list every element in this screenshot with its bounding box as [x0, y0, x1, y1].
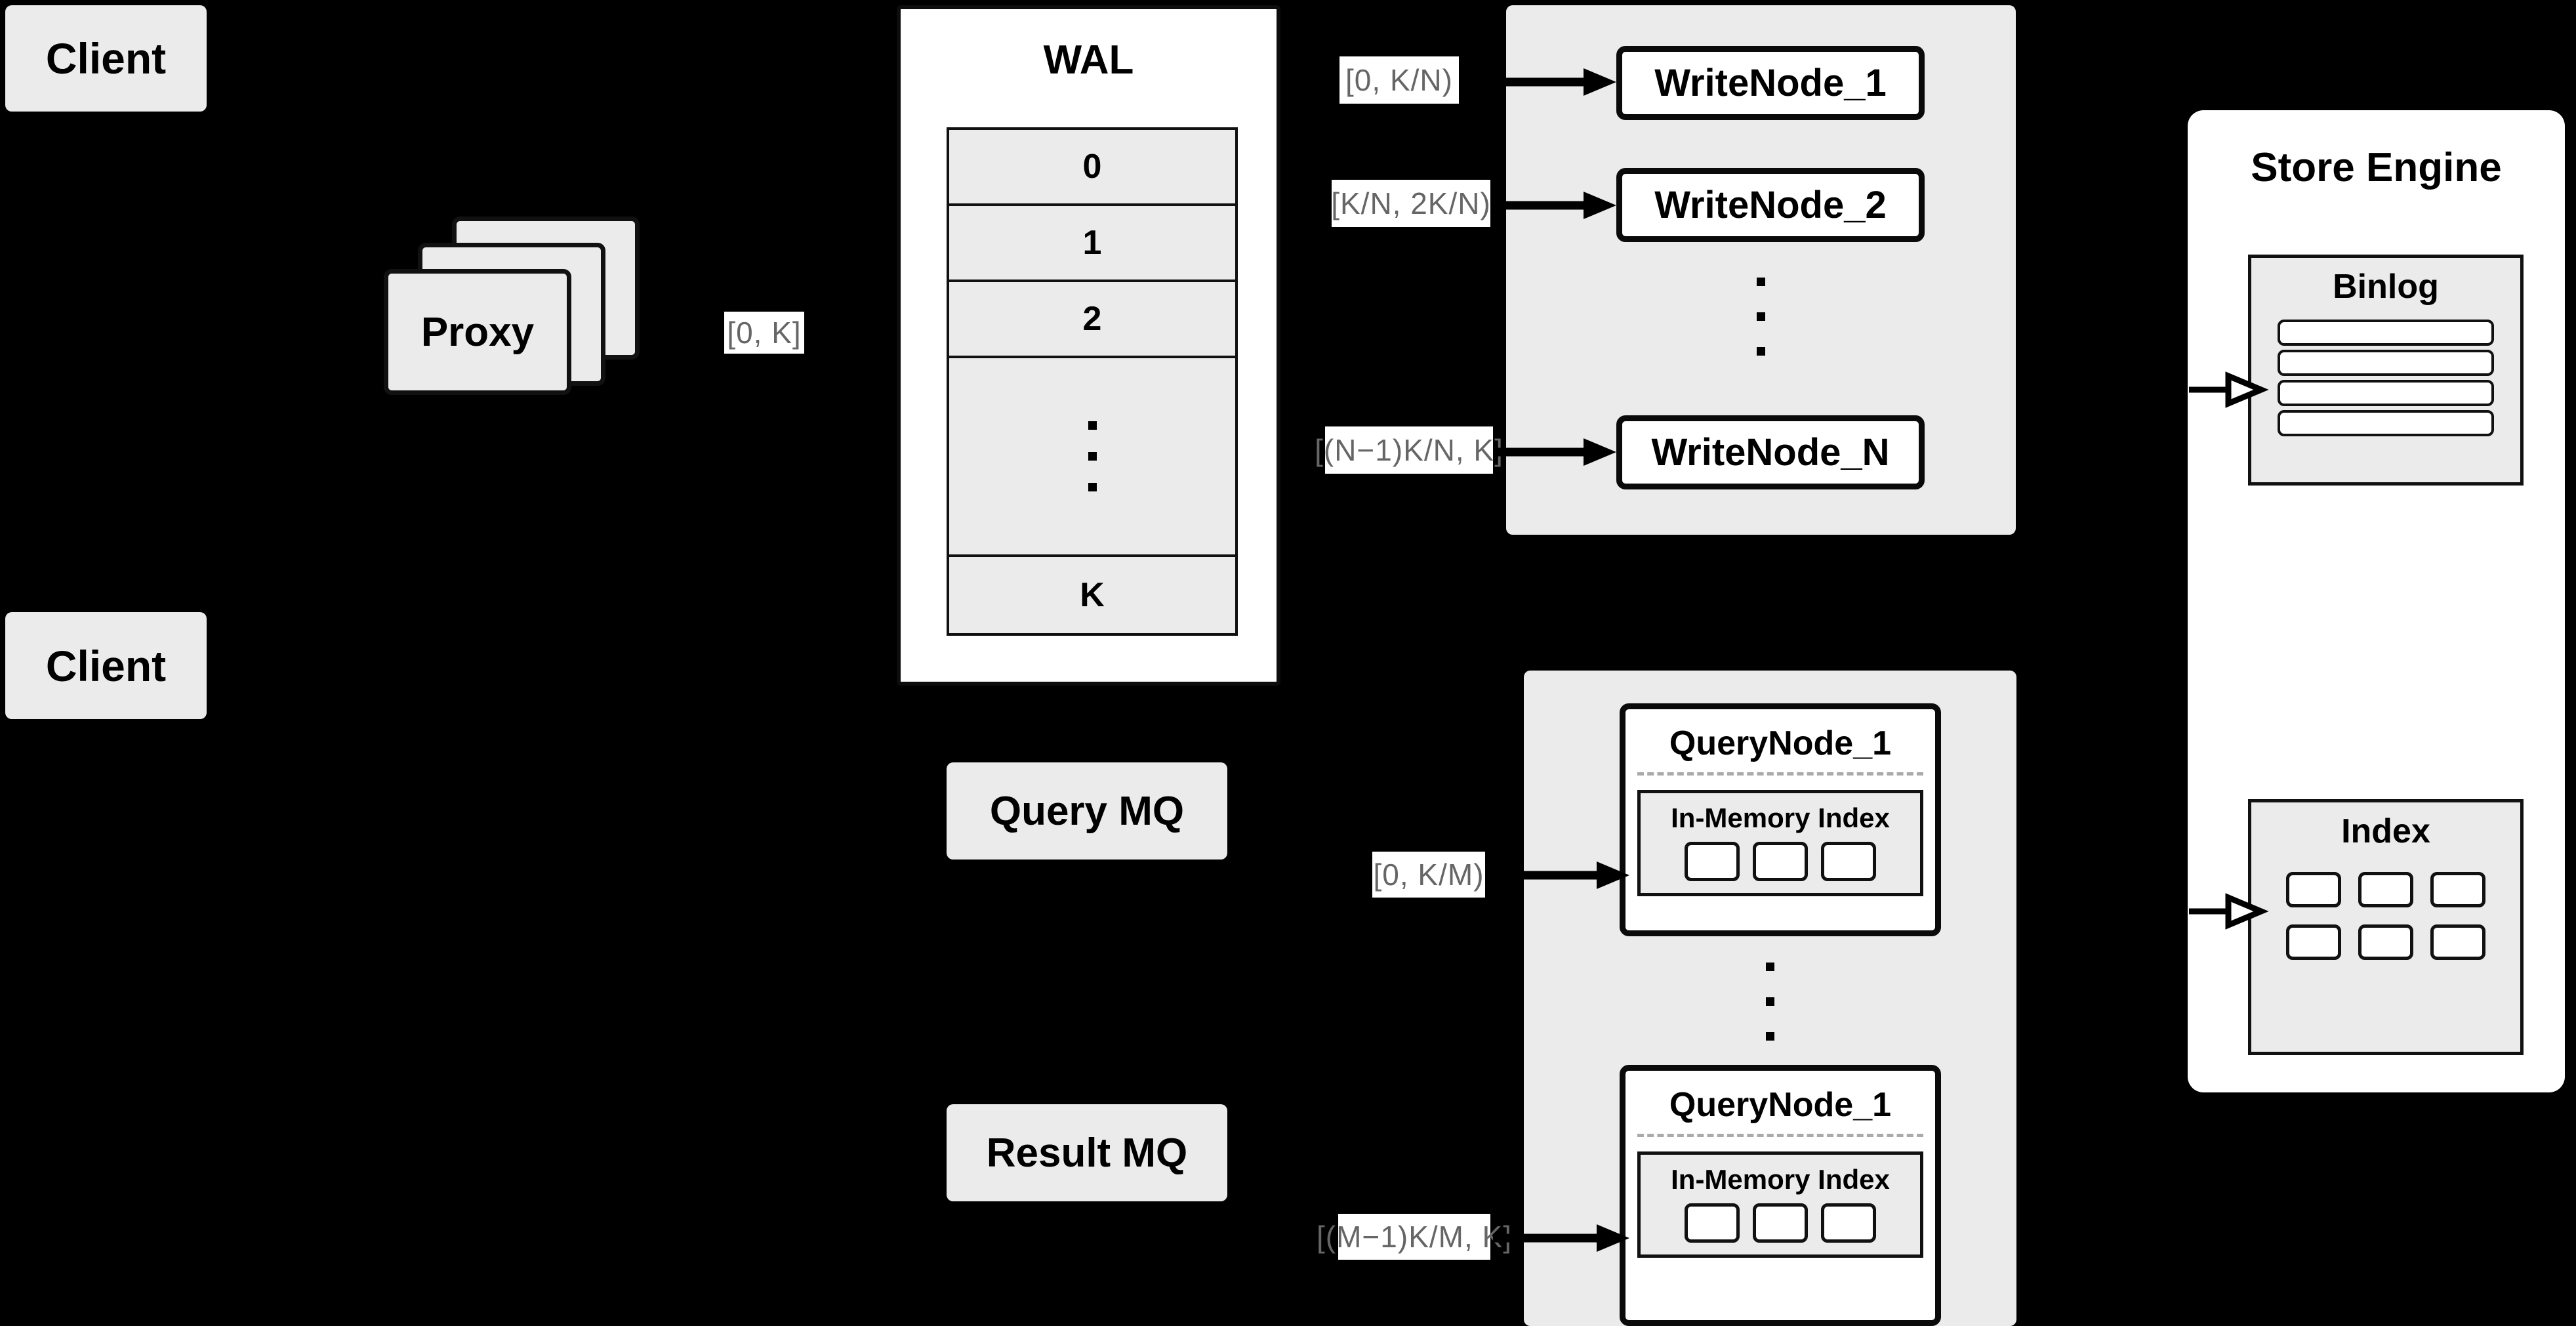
ellipsis-dot [1088, 452, 1097, 461]
ellipsis-dot [1766, 963, 1774, 971]
index-cell [2286, 924, 2341, 960]
query-node-m-divider [1637, 1134, 1923, 1137]
range-label-write-node-1: [0, K/N) [1339, 56, 1459, 104]
range-label-write-node-n: [(N−1)K/N, K] [1315, 426, 1503, 474]
index-cell [1685, 842, 1740, 881]
query-node-ellipsis [1524, 963, 2016, 1041]
index-cell [1685, 1203, 1740, 1243]
range-label-query-node-1: [0, K/M) [1372, 852, 1485, 898]
wal-row-ellipsis [949, 358, 1235, 557]
query-node-1-divider [1637, 772, 1923, 776]
binlog-row-list [2251, 320, 2520, 436]
arrow-to-index [2189, 893, 2269, 930]
index-title: Index [2341, 812, 2430, 850]
client-box-2[interactable]: Client [5, 612, 207, 719]
write-node-2[interactable]: WriteNode_2 [1616, 168, 1925, 242]
client-label-2: Client [45, 641, 167, 690]
write-node-1[interactable]: WriteNode_1 [1616, 46, 1925, 120]
wal-row: 2 [949, 282, 1235, 358]
index-cell [2430, 924, 2485, 960]
binlog-box: Binlog [2248, 255, 2524, 486]
query-mq-label: Query MQ [989, 788, 1185, 834]
wal-title: WAL [1043, 37, 1134, 83]
wal-panel: WAL 0 1 2 K [897, 5, 1280, 686]
arrow-to-write-node-n [1496, 438, 1616, 466]
range-label-write-node-2: [K/N, 2K/N) [1331, 180, 1490, 227]
wal-row: K [949, 557, 1235, 633]
binlog-row [2278, 380, 2494, 406]
query-node-1[interactable]: QueryNode_1 In-Memory Index [1620, 703, 1941, 936]
arrow-to-query-node-1 [1488, 861, 1629, 889]
query-node-m[interactable]: QueryNode_1 In-Memory Index [1620, 1065, 1941, 1326]
query-node-1-title: QueryNode_1 [1669, 724, 1892, 762]
client-label-1: Client [45, 34, 167, 83]
query-mq-box[interactable]: Query MQ [947, 762, 1227, 860]
binlog-row [2278, 320, 2494, 346]
binlog-row [2278, 350, 2494, 376]
in-memory-index-1-cells [1641, 842, 1920, 881]
index-cell [1753, 842, 1808, 881]
arrow-to-query-node-m [1493, 1224, 1629, 1252]
ellipsis-dot [1766, 997, 1774, 1006]
index-cell [2430, 872, 2485, 907]
index-cell [2358, 872, 2413, 907]
index-cell [2358, 924, 2413, 960]
ellipsis-dot [1088, 483, 1097, 491]
proxy-label: Proxy [420, 309, 535, 355]
result-mq-box[interactable]: Result MQ [947, 1104, 1227, 1201]
range-label-proxy-to-wal: [0, K] [724, 312, 804, 354]
index-cell [1821, 842, 1876, 881]
ellipsis-dot [1757, 347, 1765, 356]
query-node-panel: QueryNode_1 In-Memory Index QueryNode_1 … [1524, 671, 2016, 1326]
arrow-to-write-node-2 [1494, 192, 1616, 219]
in-memory-index-m-cells [1641, 1203, 1920, 1243]
ellipsis-dot [1088, 421, 1097, 430]
ellipsis-dot [1757, 312, 1765, 321]
store-engine-panel: Store Engine Binlog Index [2188, 110, 2565, 1092]
query-node-m-title: QueryNode_1 [1669, 1086, 1892, 1124]
arrow-to-binlog [2189, 371, 2269, 408]
wal-row-list: 0 1 2 K [947, 127, 1238, 636]
wal-row: 1 [949, 206, 1235, 282]
write-node-n[interactable]: WriteNode_N [1616, 415, 1925, 489]
proxy-sheet-front[interactable]: Proxy [384, 269, 571, 395]
result-mq-label: Result MQ [986, 1130, 1188, 1176]
index-box: Index [2248, 799, 2524, 1055]
in-memory-index-m-title: In-Memory Index [1671, 1164, 1890, 1195]
index-cell-grid [2251, 872, 2520, 960]
write-node-n-label: WriteNode_N [1651, 431, 1890, 474]
index-cell [2286, 872, 2341, 907]
in-memory-index-1: In-Memory Index [1637, 790, 1923, 896]
ellipsis-dot [1757, 278, 1765, 286]
in-memory-index-1-title: In-Memory Index [1671, 802, 1890, 833]
write-node-1-label: WriteNode_1 [1654, 62, 1887, 104]
write-node-panel: WriteNode_1 WriteNode_2 WriteNode_N [1506, 5, 2016, 535]
index-cell [1821, 1203, 1876, 1243]
wal-row: 0 [949, 130, 1235, 206]
proxy-stack[interactable]: Proxy [384, 217, 672, 433]
index-cell [1753, 1203, 1808, 1243]
binlog-title: Binlog [2333, 268, 2439, 306]
range-label-query-node-m: [(M−1)K/M, K] [1317, 1214, 1511, 1260]
client-box-1[interactable]: Client [5, 5, 207, 112]
in-memory-index-m: In-Memory Index [1637, 1151, 1923, 1258]
ellipsis-dot [1766, 1032, 1774, 1041]
arrow-to-write-node-1 [1462, 68, 1616, 96]
write-node-ellipsis [1506, 278, 2016, 356]
write-node-2-label: WriteNode_2 [1654, 184, 1887, 226]
binlog-row [2278, 410, 2494, 436]
store-engine-title: Store Engine [2251, 145, 2502, 190]
